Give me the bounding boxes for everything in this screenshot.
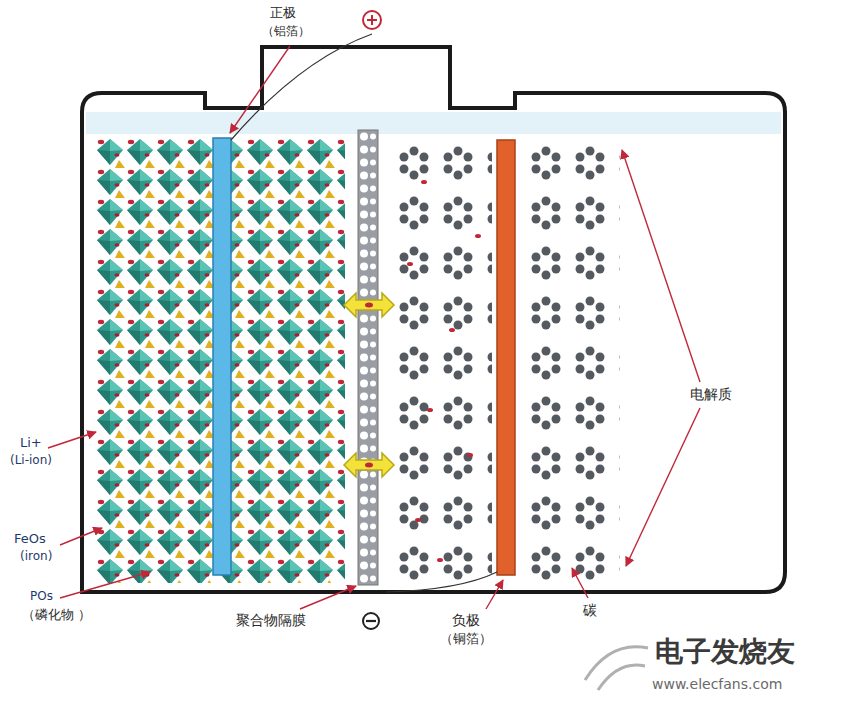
electrode-material: （铝箔）	[262, 25, 310, 39]
carbon-label: 碳	[583, 602, 597, 618]
watermark-url: www.elecfans.com	[652, 676, 782, 692]
separator-name: 聚合物隔膜	[236, 612, 306, 628]
ion-label: Li+	[20, 436, 42, 451]
component-label: （磷化物 ）	[22, 608, 91, 623]
component-label: (iron)	[20, 550, 52, 564]
electrode-name: 正极	[270, 6, 296, 21]
electrode-material: （铜箔）	[440, 632, 492, 647]
watermark: 电子发烧友	[655, 636, 795, 668]
electrode-name: 负极	[452, 612, 480, 628]
ion-label: (Li-ion)	[10, 454, 52, 468]
component-label: POs	[30, 590, 53, 604]
electrolyte-label: 电解质	[690, 386, 732, 402]
component-label: FeOs	[14, 532, 46, 547]
